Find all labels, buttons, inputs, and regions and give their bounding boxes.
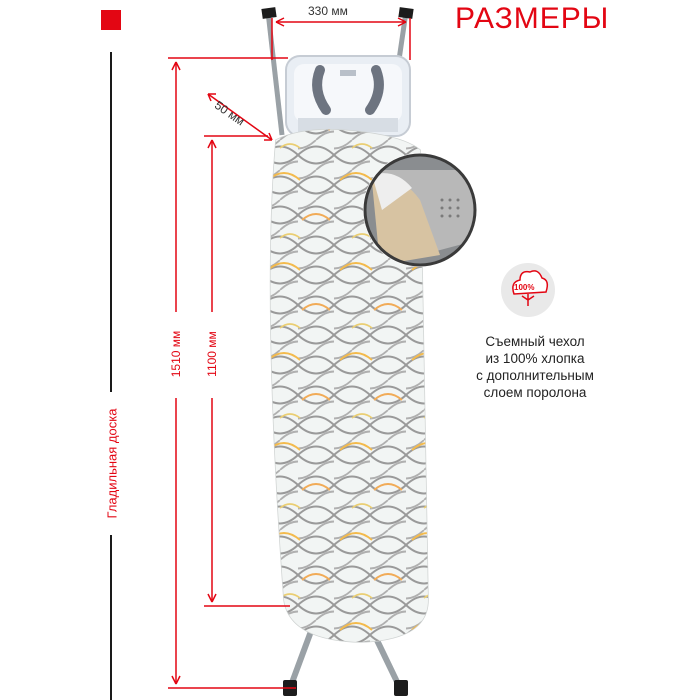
caption-line: слоем поролона bbox=[483, 385, 587, 400]
side-line-top bbox=[110, 52, 112, 392]
red-square-marker bbox=[101, 10, 121, 30]
dimension-width bbox=[271, 17, 411, 60]
width-label: 330 мм bbox=[308, 4, 348, 18]
side-product-label: Гладильная доска bbox=[104, 408, 120, 519]
page-title: РАЗМЕРЫ bbox=[455, 2, 610, 35]
cotton-badge bbox=[501, 263, 555, 317]
badge-text: 100% bbox=[514, 283, 535, 292]
dimension-surface bbox=[204, 135, 290, 607]
caption-line: из 100% хлопка bbox=[485, 351, 585, 366]
cover-detail-circle bbox=[363, 153, 477, 267]
dimension-nose bbox=[207, 93, 273, 141]
caption-line: с дополнительным bbox=[476, 368, 594, 383]
surface-length-label: 1100 мм bbox=[205, 331, 219, 377]
caption-line: Съемный чехол bbox=[485, 334, 585, 349]
cover-caption: Съемный чехол из 100% хлопка с дополните… bbox=[440, 333, 630, 401]
total-length-label: 1510 мм bbox=[169, 330, 183, 378]
dimension-total bbox=[168, 57, 296, 689]
side-line-bottom bbox=[110, 535, 112, 700]
leg-top-left bbox=[265, 11, 285, 136]
